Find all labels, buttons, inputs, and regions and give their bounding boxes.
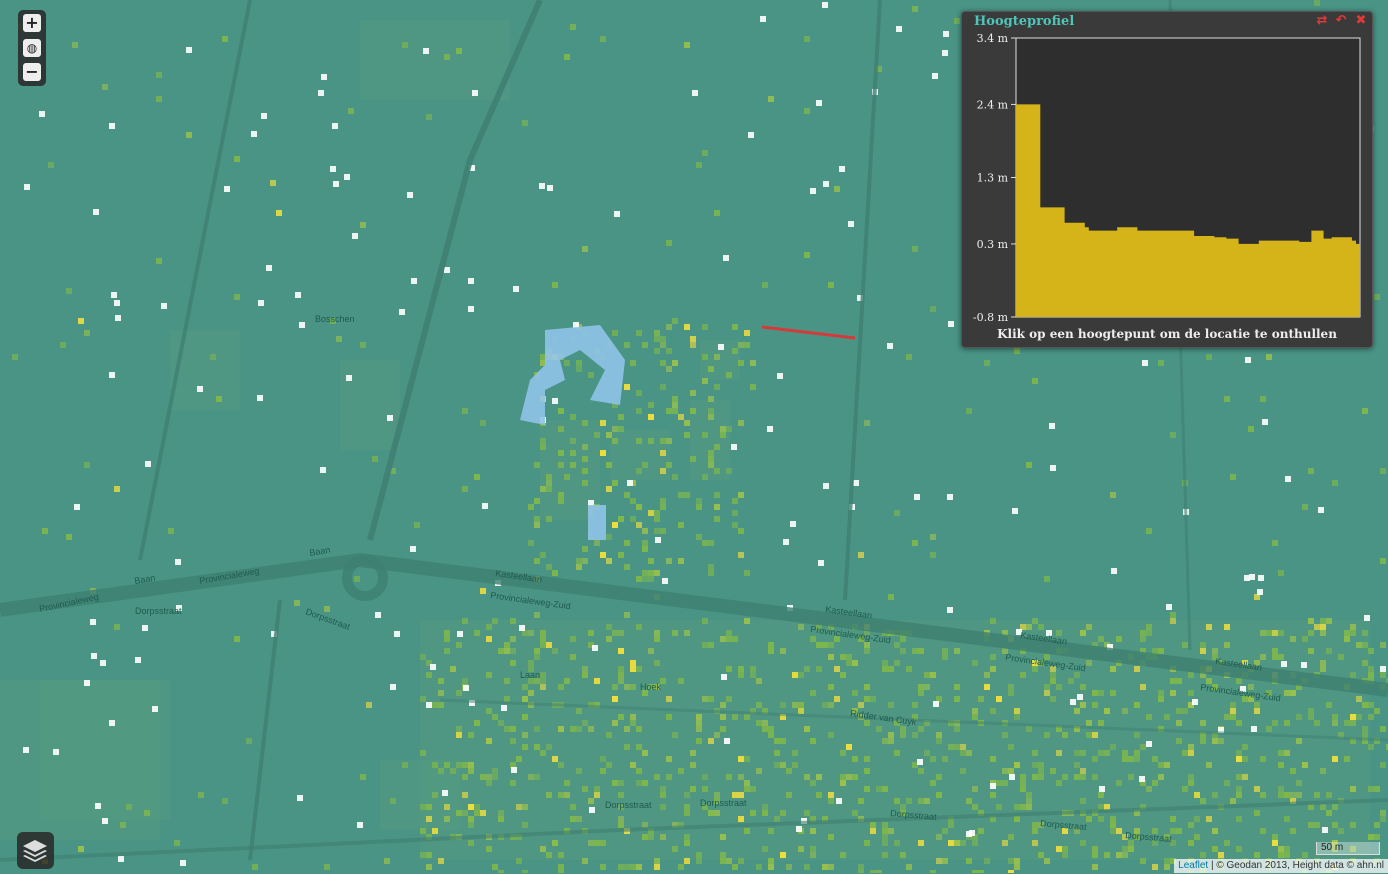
street-label: Baan: [134, 572, 156, 586]
street-label: Dorpsstraat: [1125, 830, 1173, 844]
street-label: Dorpsstraat: [605, 800, 652, 810]
y-tick-label: 1.3 m: [977, 172, 1009, 185]
height-profile-panel: 3.4 m 2.4 m 1.3 m 0.3 m -0.8 m Hoogteprofiel…: [961, 11, 1373, 348]
profile-title: Hoogteprofiel: [974, 14, 1075, 29]
street-label: Baan: [309, 544, 331, 558]
scale-bar: 50 m: [1316, 842, 1380, 855]
street-label: Dorpsstraat: [890, 808, 938, 822]
height-profile-chart: 3.4 m 2.4 m 1.3 m 0.3 m -0.8 m: [973, 32, 1361, 324]
street-label: Laan: [520, 670, 540, 680]
layers-button[interactable]: [17, 832, 54, 869]
undo-icon[interactable]: ↶: [1335, 13, 1347, 28]
street-label: Bosschen: [315, 314, 355, 324]
y-tick-label: -0.8 m: [973, 311, 1009, 324]
map-attribution: Leaflet | © Geodan 2013, Height data © a…: [1174, 859, 1388, 873]
profile-hint: Klik op een hoogtepunt om de locatie te …: [997, 327, 1337, 341]
leaflet-link[interactable]: Leaflet: [1178, 860, 1209, 871]
y-tick-label: 0.3 m: [977, 238, 1009, 251]
close-icon[interactable]: ✖: [1355, 13, 1367, 28]
street-label: Dorpsstraat: [1040, 818, 1088, 832]
street-label: Dorpsstraat: [700, 798, 747, 808]
attribution-text: | © Geodan 2013, Height data © ahn.nl: [1208, 860, 1384, 871]
street-label: Dorpsstraat: [135, 606, 182, 616]
street-label: Hoek: [640, 682, 662, 692]
zoom-out-button[interactable]: −: [23, 63, 41, 81]
swap-icon[interactable]: ⇄: [1316, 13, 1328, 28]
zoom-in-button[interactable]: +: [23, 14, 41, 32]
y-tick-label: 3.4 m: [977, 32, 1009, 45]
zoom-control: + ◍ −: [18, 10, 46, 86]
layers-icon: [23, 840, 47, 862]
elevation-area[interactable]: [1016, 104, 1360, 318]
y-tick-label: 2.4 m: [977, 98, 1009, 111]
world-view-icon[interactable]: ◍: [23, 39, 41, 57]
